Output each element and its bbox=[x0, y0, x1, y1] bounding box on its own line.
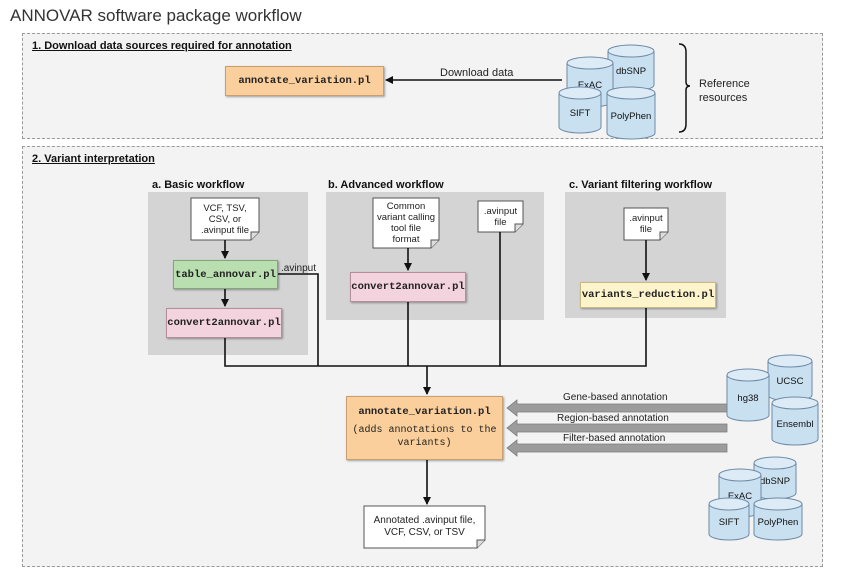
basic-convert2annovar-box[interactable]: convert2annovar.pl bbox=[166, 308, 282, 338]
advanced-workflow-title: b. Advanced workflow bbox=[328, 179, 444, 191]
output-doc-text: Annotated .avinput file, VCF, CSV, or TS… bbox=[373, 515, 476, 538]
annotate-variation-main-box[interactable]: annotate_variation.pl (adds annotations … bbox=[346, 396, 503, 460]
variants-reduction-box[interactable]: variants_reduction.pl bbox=[580, 282, 716, 308]
advanced-input-doc-text: Common variant calling tool file format bbox=[376, 201, 436, 245]
advanced-avinput-doc-text: .avinput file bbox=[483, 205, 518, 228]
filtering-workflow-title: c. Variant filtering workflow bbox=[569, 179, 713, 191]
basic-workflow-title: a. Basic workflow bbox=[152, 179, 245, 191]
reference-resources-label: Reference resources bbox=[699, 78, 750, 104]
annotate-variation-download-box[interactable]: annotate_variation.pl bbox=[225, 66, 384, 96]
advanced-convert2annovar-box[interactable]: convert2annovar.pl bbox=[350, 272, 466, 302]
main-box-subtitle: (adds annotations to the variants) bbox=[352, 425, 497, 449]
section-interpretation-title: 2. Variant interpretation bbox=[32, 153, 155, 165]
gene-annotation-label: Gene-based annotation bbox=[563, 392, 668, 403]
avinput-label: .avinput bbox=[281, 263, 317, 274]
filter-input-doc-text: .avinput file bbox=[629, 213, 663, 235]
main-box-title: annotate_variation.pl bbox=[358, 406, 491, 418]
page-title: ANNOVAR software package workflow bbox=[10, 6, 302, 25]
download-data-label: Download data bbox=[440, 67, 514, 79]
region-annotation-label: Region-based annotation bbox=[557, 413, 669, 424]
table-annovar-box[interactable]: table_annovar.pl bbox=[173, 260, 278, 289]
filter-annotation-label: Filter-based annotation bbox=[563, 433, 666, 444]
basic-input-doc-text: VCF, TSV, CSV, or .avinput file bbox=[200, 202, 250, 236]
section-download-title: 1. Download data sources required for an… bbox=[32, 40, 292, 52]
